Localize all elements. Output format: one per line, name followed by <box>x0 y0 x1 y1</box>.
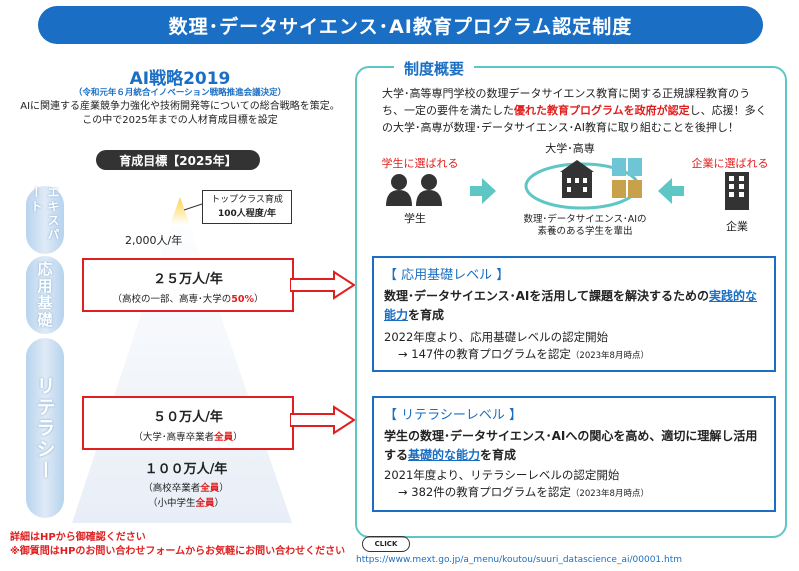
footer-details: 詳細はHPから御確認ください <box>10 532 146 543</box>
page-title: 数理･データサイエンス･AI教育プログラム認定制度 <box>38 6 763 44</box>
footer-inquiry: ※御質問はHPのお問い合わせフォームからお気軽にお問い合わせください <box>10 546 346 557</box>
applied-detail: （高校の一部、高専･大学の50%） <box>84 291 292 305</box>
output-text: 数理･データサイエンス･AIの 素養のある学生を輩出 <box>505 214 665 238</box>
literacy-arrow-icon <box>290 405 356 435</box>
pyramid-tip <box>170 197 190 225</box>
literacy-count: ５０万人/年 <box>153 410 223 425</box>
arrow-right-icon <box>470 178 496 204</box>
overview-text-red: 優れた教育プログラムを政府が認定 <box>514 104 690 117</box>
literacy-level-body: 学生の数理･データサイエンス･AIへの関心を高め、適切に理解し活用する基礎的な能… <box>384 427 764 465</box>
hp-link[interactable]: https://www.mext.go.jp/a_menu/koutou/suu… <box>356 555 683 565</box>
ai-strategy-title: AI戦略2019 <box>129 69 231 89</box>
literacy-note2-a: → 382件の教育プログラムを認定 <box>398 485 571 499</box>
company-label: 企業 <box>726 220 748 233</box>
chosen-by-companies: 企業に選ばれる <box>691 157 769 170</box>
applied-level-body: 数理･データサイエンス･AIを活用して課題を解決するための実践的な能力を育成 <box>384 287 764 325</box>
literacy-detail-red: 全員 <box>214 432 234 443</box>
university-icon <box>524 158 642 210</box>
applied-target-box: ２５万人/年 （高校の一部、高専･大学の50%） <box>82 258 294 312</box>
university-label: 大学･高専 <box>545 142 595 155</box>
student-label: 学生 <box>404 212 426 225</box>
applied-note1: 2022年度より、応用基礎レベルの認定開始 <box>384 330 609 344</box>
literacy-detail: （大学･高専卒業者全員） <box>84 429 292 443</box>
literacy-detail-post: ） <box>233 432 243 443</box>
literacy-detail-pre: （大学･高専卒業者 <box>133 432 215 443</box>
applied-count: ２５万人/年 <box>153 272 223 287</box>
expert-count: 2,000人/年 <box>125 234 183 247</box>
base-detail2: （小中学生全員） <box>82 495 290 509</box>
base-count: １００万人/年 <box>144 462 228 477</box>
literacy-body-b: を育成 <box>480 448 517 462</box>
base-detail1-post: ） <box>219 483 229 494</box>
base-detail2-pre: （小中学生 <box>147 498 196 509</box>
callout-line2: 100人程度/年 <box>217 209 277 219</box>
ai-strategy-desc-line1: AIに関連する産業競争力強化や技術開発等についての総合戦略を策定。 <box>20 101 340 112</box>
applied-note2: → 147件の教育プログラムを認定（2023年8月時点） <box>384 346 764 365</box>
company-building-icon <box>725 172 749 210</box>
overview-text-b: し、応援！多くの大学･高専が数理･データサイエンス･AI教育に取り組むことを後押… <box>382 104 767 134</box>
output-line2: 素養のある学生を輩出 <box>537 226 633 237</box>
output-line1: 数理･データサイエンス･AIの <box>523 214 647 225</box>
side-label-applied: 応用基礎 <box>26 256 64 334</box>
overview-text: 大学･高等専門学校の数理データサイエンス教育に関する正規課程教育のうち、一定の要… <box>382 85 772 136</box>
base-detail1-pre: （高校卒業者 <box>143 483 201 494</box>
ai-strategy-desc-line2: この中で2025年までの人材育成目標を設定 <box>82 115 278 126</box>
applied-arrow-icon <box>290 270 356 300</box>
applied-body-a: 数理･データサイエンス･AIを活用して課題を解決するための <box>384 289 710 303</box>
base-detail2-post: ） <box>214 498 225 509</box>
base-detail2-red: 全員 <box>195 498 215 509</box>
applied-detail-post: ） <box>254 294 264 305</box>
base-detail1: （高校卒業者全員） <box>82 480 290 494</box>
applied-body-b: を育成 <box>408 308 445 322</box>
click-button[interactable]: CLICK <box>362 536 410 552</box>
callout-line1: トップクラス育成 <box>211 195 283 205</box>
arrow-left-icon <box>658 178 684 204</box>
literacy-level-head: 【 リテラシーレベル 】 <box>384 408 523 423</box>
applied-note2-a: → 147件の教育プログラムを認定 <box>398 347 571 361</box>
literacy-note2-small: （2023年8月時点） <box>570 489 649 499</box>
applied-level-box: 【 応用基礎レベル 】 数理･データサイエンス･AIを活用して課題を解決するため… <box>372 256 776 372</box>
chosen-by-students: 学生に選ばれる <box>381 157 459 170</box>
applied-note2-small: （2023年8月時点） <box>570 351 649 361</box>
literacy-body-a: 学生の数理･データサイエンス･AIへの関心を高め、適切に理解し活用する <box>384 429 758 462</box>
literacy-body-ul: 基礎的な能力 <box>408 448 481 462</box>
literacy-note1: 2021年度より、リテラシーレベルの認定開始 <box>384 468 620 482</box>
applied-detail-red: 50% <box>231 294 254 305</box>
overview-tag: 制度概要 <box>394 58 475 79</box>
side-label-literacy: リテラシー <box>26 338 64 518</box>
callout-pointer <box>183 203 203 211</box>
students-icon <box>386 174 442 206</box>
goal-label: 育成目標【2025年】 <box>96 150 260 170</box>
overview-text-a: 大学･高等専門学校の数理データサイエンス教育に関する正規課程教育のうち、一定の要… <box>382 87 751 117</box>
applied-detail-pre: （高校の一部、高専･大学の <box>112 294 232 305</box>
ai-strategy-desc: AIに関連する産業競争力強化や技術開発等についての総合戦略を策定。 この中で20… <box>0 100 360 128</box>
applied-level-head: 【 応用基礎レベル 】 <box>384 268 510 283</box>
side-label-expert: エキスパート <box>26 186 64 254</box>
base-detail1-red: 全員 <box>200 483 220 494</box>
overview-panel <box>355 66 787 538</box>
applied-body-ul: 実践的な能力 <box>384 289 758 322</box>
base-target: １００万人/年 （高校卒業者全員） （小中学生全員） <box>82 458 290 509</box>
literacy-target-box: ５０万人/年 （大学･高専卒業者全員） <box>82 396 294 450</box>
ai-strategy-subtitle: （令和元年６月統合イノベーション戦略推進会議決定） <box>73 88 287 98</box>
literacy-note2: → 382件の教育プログラムを認定（2023年8月時点） <box>384 484 764 503</box>
literacy-level-box: 【 リテラシーレベル 】 学生の数理･データサイエンス･AIへの関心を高め、適切… <box>372 396 776 512</box>
top-class-callout: トップクラス育成 100人程度/年 <box>202 190 292 224</box>
